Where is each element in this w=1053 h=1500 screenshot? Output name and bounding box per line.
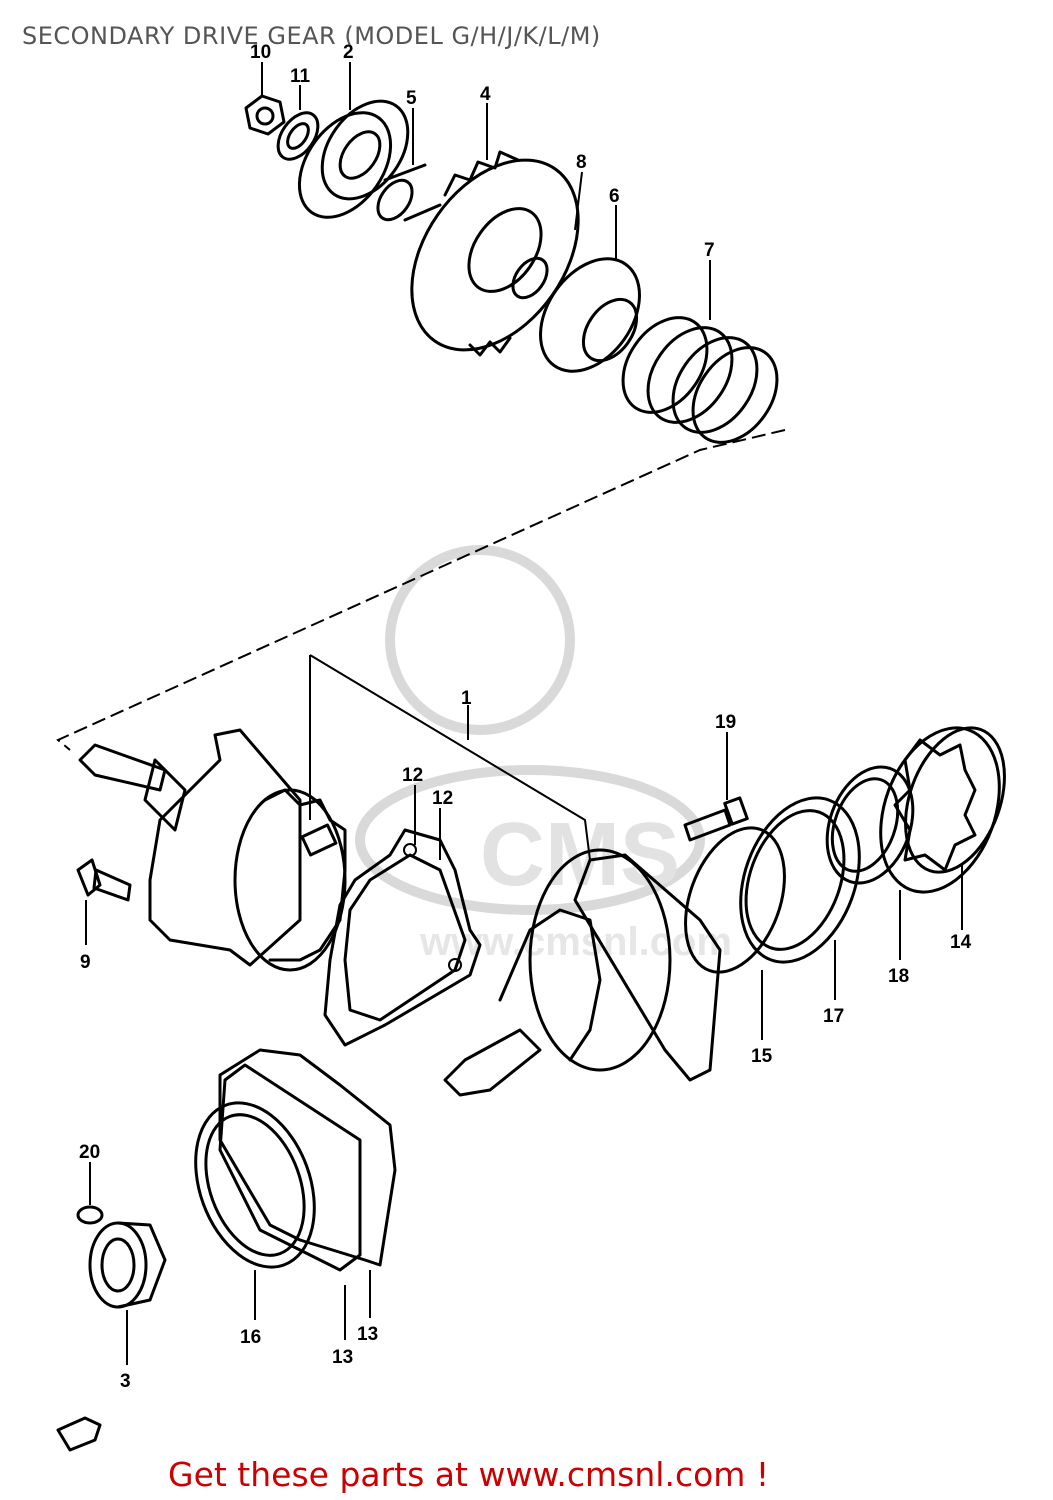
- label-part-13a: 13: [357, 1324, 378, 1345]
- label-part-8: 8: [576, 152, 587, 173]
- label-part-1: 1: [461, 688, 472, 709]
- label-part-9: 9: [80, 952, 91, 973]
- label-part-11: 11: [290, 66, 311, 87]
- watermark-logo: CMS www.cmsnl.com: [355, 545, 732, 964]
- part-3-needle-bearing: [88, 1221, 167, 1309]
- watermark-url-text: www.cmsnl.com: [419, 920, 732, 964]
- label-part-18: 18: [888, 966, 909, 987]
- label-part-13b: 13: [332, 1347, 353, 1368]
- part-9-bolt: [76, 858, 132, 902]
- label-part-5: 5: [406, 88, 417, 109]
- label-part-4: 4: [480, 84, 491, 105]
- part-18-oil-seal: [825, 765, 915, 885]
- parts-link-footer[interactable]: Get these parts at www.cmsnl.com !: [168, 1455, 770, 1494]
- part-labels: 10 11 2 5 4 8 6 7 1 19 12 12 9 14 18 17 …: [79, 42, 972, 1392]
- label-part-20: 20: [79, 1142, 100, 1163]
- label-part-3: 3: [120, 1371, 131, 1392]
- label-part-19: 19: [715, 712, 736, 733]
- part-12-gaskets: [323, 828, 482, 1047]
- label-part-16: 16: [240, 1327, 261, 1348]
- part-15-o-ring: [684, 826, 786, 974]
- part-10-nut: [244, 94, 286, 136]
- part-6-cam: [539, 257, 641, 373]
- label-part-12b: 12: [432, 788, 453, 809]
- label-part-6: 6: [609, 186, 620, 207]
- part-19-bolt: [683, 796, 749, 842]
- leader-lines: [85, 62, 963, 1365]
- upper-gear-assembly: [244, 94, 779, 444]
- part-1-drive-bevel-gear-housing: [78, 728, 347, 972]
- part-2-bearing: [297, 99, 410, 219]
- item-1-bracket-right: [309, 654, 591, 861]
- part-16-o-ring: [194, 1101, 316, 1269]
- part-5-spacer: [376, 163, 442, 222]
- front-direction-arrow: [56, 1416, 102, 1452]
- part-17-oil-seal: [739, 796, 861, 964]
- part-20-dowel-pin: [76, 1205, 104, 1225]
- part-14-bearing-retainer: [879, 726, 1006, 894]
- label-part-12a: 12: [402, 765, 423, 786]
- label-part-14: 14: [950, 932, 972, 953]
- label-part-10: 10: [250, 42, 271, 63]
- part-8-circlip: [511, 256, 549, 300]
- part-13-gaskets: [218, 1048, 397, 1272]
- label-part-7: 7: [704, 240, 715, 261]
- part-1-driven-bevel-gear: [443, 848, 722, 1097]
- label-part-2: 2: [343, 42, 354, 63]
- assembly-axis-line: [56, 429, 786, 751]
- diagram-title: SECONDARY DRIVE GEAR (MODEL G/H/J/K/L/M): [22, 22, 601, 50]
- label-part-15: 15: [751, 1046, 773, 1067]
- part-7-spring: [621, 316, 779, 444]
- label-part-17: 17: [823, 1006, 844, 1027]
